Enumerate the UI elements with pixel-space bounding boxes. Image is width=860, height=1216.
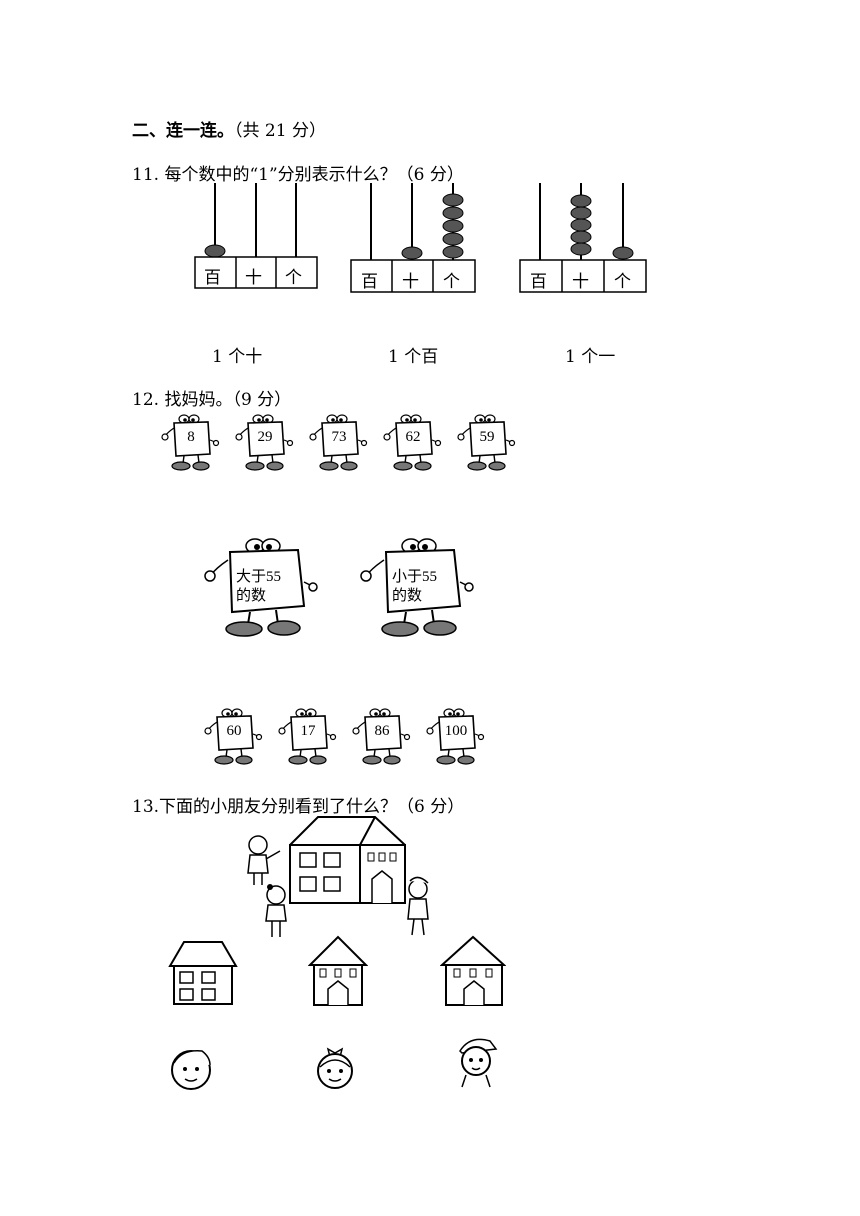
abacus-1: 百 十 个 bbox=[194, 183, 318, 293]
abacus-1-label-hundreds: 百 bbox=[204, 268, 221, 288]
top-number-card-1-graphic bbox=[161, 414, 220, 471]
abacus-3-label-ones: 个 bbox=[614, 272, 631, 292]
bottom-number-card-2: 17 bbox=[277, 706, 337, 766]
abacus-1-label-ones: 个 bbox=[285, 268, 302, 288]
house-view-side-graphic bbox=[307, 935, 369, 1006]
top-number-card-2-graphic bbox=[235, 414, 294, 471]
question-12: 12. 找妈妈。（9 分） bbox=[132, 390, 292, 410]
abacus-2: 百 十 个 bbox=[350, 183, 476, 295]
top-number-card-1-number: 8 bbox=[187, 429, 195, 445]
mother-card-greater-line2: 的数 bbox=[236, 588, 267, 604]
top-number-card-3-graphic bbox=[309, 414, 368, 471]
scene-house-children bbox=[240, 815, 445, 947]
child-face-girl-graphic bbox=[317, 1047, 353, 1089]
top-number-card-5-graphic bbox=[457, 414, 516, 471]
mother-card-greater-line1: 大于55 bbox=[236, 569, 282, 585]
house-view-angle-graphic bbox=[439, 935, 507, 1006]
bottom-number-card-2-number: 17 bbox=[300, 723, 316, 739]
house-view-side bbox=[307, 935, 369, 1013]
section-title: 二、连一连。（共 21 分） bbox=[132, 116, 326, 141]
bottom-number-card-1-number: 60 bbox=[226, 723, 242, 739]
top-number-card-1: 8 bbox=[160, 412, 220, 472]
abacus-3: 百 十 个 bbox=[519, 183, 647, 295]
answer-option-3: 1 个一 bbox=[565, 347, 616, 367]
mother-card-greater-graphic bbox=[204, 538, 318, 637]
child-face-cap bbox=[454, 1033, 500, 1093]
question-13: 13.下面的小朋友分别看到了什么？（6 分） bbox=[132, 797, 465, 817]
mother-card-greater: 大于55 的数 bbox=[200, 532, 320, 642]
top-number-card-2: 29 bbox=[234, 412, 294, 472]
answer-option-2: 1 个百 bbox=[388, 347, 439, 367]
bottom-number-card-1-graphic bbox=[204, 708, 263, 765]
abacus-3-graphic bbox=[519, 183, 647, 293]
answer-option-1: 1 个十 bbox=[212, 347, 263, 367]
mother-card-less: 小于55 的数 bbox=[356, 532, 476, 642]
bottom-number-card-4-number: 100 bbox=[444, 723, 468, 739]
mother-card-less-line1: 小于55 bbox=[392, 569, 438, 585]
bottom-number-card-3: 86 bbox=[351, 706, 411, 766]
question-11: 11. 每个数中的“1”分别表示什么？（6 分） bbox=[132, 165, 464, 185]
house-view-angle bbox=[439, 935, 507, 1013]
section-points: （共 21 分） bbox=[234, 121, 326, 141]
bottom-number-card-1: 60 bbox=[203, 706, 263, 766]
section-title-text: 二、连一连。 bbox=[132, 121, 234, 141]
bottom-number-card-3-number: 86 bbox=[374, 723, 390, 739]
bottom-number-card-3-graphic bbox=[352, 708, 411, 765]
abacus-1-label-tens: 十 bbox=[245, 268, 262, 288]
top-number-card-5: 59 bbox=[456, 412, 516, 472]
child-face-girl bbox=[312, 1043, 358, 1097]
abacus-2-label-hundreds: 百 bbox=[361, 272, 378, 292]
house-view-front-graphic bbox=[168, 941, 238, 1005]
mother-card-less-graphic bbox=[360, 538, 474, 637]
house-view-front bbox=[168, 940, 238, 1012]
abacus-3-label-tens: 十 bbox=[572, 272, 589, 292]
abacus-2-label-tens: 十 bbox=[402, 272, 419, 292]
bottom-number-card-4: 100 bbox=[425, 706, 485, 766]
child-face-cap-graphic bbox=[459, 1038, 498, 1088]
mother-card-less-line2: 的数 bbox=[392, 588, 423, 604]
top-number-card-4-graphic bbox=[383, 414, 442, 471]
abacus-1-graphic bbox=[194, 183, 318, 289]
top-number-card-4: 62 bbox=[382, 412, 442, 472]
top-number-card-5-number: 59 bbox=[479, 429, 495, 445]
top-number-card-4-number: 62 bbox=[405, 429, 421, 445]
top-number-card-2-number: 29 bbox=[257, 429, 273, 445]
abacus-2-label-ones: 个 bbox=[443, 272, 460, 292]
abacus-2-graphic bbox=[350, 183, 476, 293]
bottom-number-card-2-graphic bbox=[278, 708, 337, 765]
bottom-number-card-4-graphic bbox=[426, 708, 485, 765]
top-number-card-3-number: 73 bbox=[331, 429, 347, 445]
child-face-boy bbox=[168, 1045, 214, 1099]
top-number-card-3: 73 bbox=[308, 412, 368, 472]
child-face-boy-graphic bbox=[171, 1050, 211, 1090]
scene-graphic bbox=[247, 816, 429, 937]
abacus-3-label-hundreds: 百 bbox=[530, 272, 547, 292]
